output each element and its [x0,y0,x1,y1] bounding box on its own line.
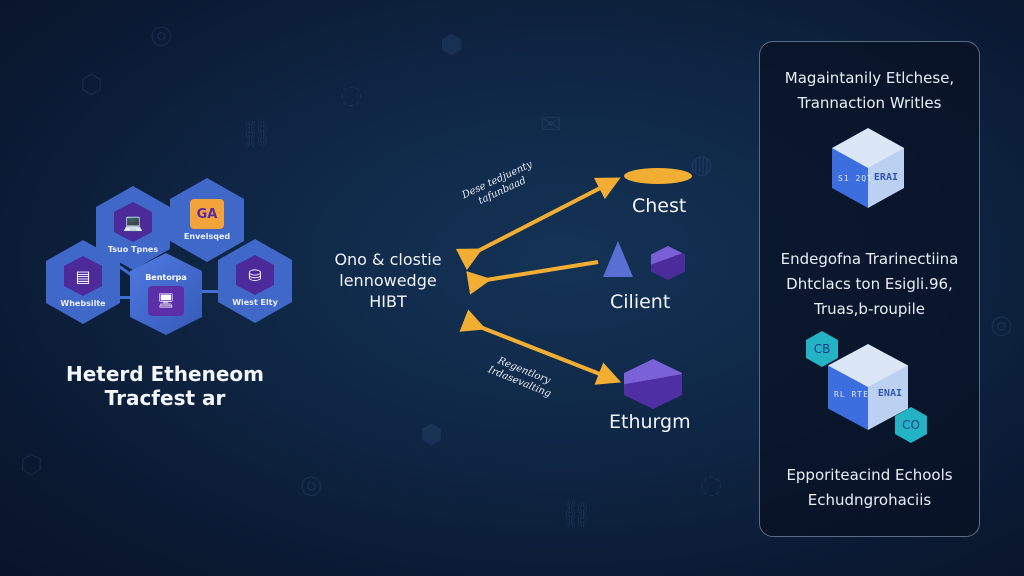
cube-top-face [828,344,908,387]
center-label-line: HIBT [369,292,407,311]
cluster-node-database[interactable]: ⛁ Wiest Elty [218,239,292,323]
arrow-note-chest: Dese tedjuenty tafunbaad [460,159,539,213]
pyramid-icon [603,241,633,277]
cube-glyphs: ERAI [873,172,898,183]
transaction-cube-icon: S1 2QT ERAI [832,128,904,208]
center-label-line: lennowedge [339,271,437,290]
laptop-icon: 💻 [114,202,152,242]
background-pattern-icon: ✉ [540,110,562,140]
chest-disc-icon [624,168,692,184]
panel-middle-line: Truas,b-roupile [814,300,925,318]
background-pattern-icon: ⛓ [560,500,594,530]
cube-glyphs: S1 2QT [838,174,873,183]
arrow-to-client [466,260,599,295]
database-icon: ⛁ [236,255,274,295]
center-label: Ono & clostie lennowedge HIBT [318,249,458,312]
panel-title-line: Trannaction Writles [797,94,942,112]
ethereum-cube-icon [624,359,682,409]
panel-middle-line: Endegofna Trarinectiina [780,250,959,268]
cluster-node-label: Tsuo Tpnes [107,245,159,254]
background-pattern-icon: ⬢ [420,420,443,450]
info-panel: Magaintanily Etlchese, Trannaction Writl… [759,41,980,537]
arrow-note-ethereum: Regentlory Irdasevalting [486,353,557,400]
node-label-chest[interactable]: Chest [632,195,687,217]
cluster-center-cube[interactable]: Bentorpa 🖥 [130,253,202,335]
background-pattern-icon: ◎ [990,310,1013,340]
cluster-caption: Heterd Etheneom Tracfest ar [40,362,290,410]
panel-footer-text: Epporiteacind Echools Echudngrohaciis [760,463,979,513]
node-label-client[interactable]: Cilient [610,291,671,313]
cluster-node-label: Whebsilte [60,299,106,308]
ethereum-cluster-diagram: 💻 Tsuo Tpnes GA Envelsqed ▤ Whebsilte ⛁ … [0,0,320,576]
gas-badge-icon: GA [190,199,224,229]
cluster-connector [196,290,226,293]
node-label-ethereum[interactable]: Ethurgm [609,411,691,433]
cluster-node-label: Envelsqed [183,232,231,241]
background-pattern-icon: ◌ [340,80,363,110]
background-pattern-icon: ⬢ [440,30,463,60]
center-label-line: Ono & clostie [334,250,442,269]
cluster-node-label: Wiest Elty [232,298,278,307]
computer-icon: 🖥 [148,285,184,316]
cluster-center-label: Bentorpa [145,272,187,282]
panel-footer-line: Epporiteacind Echools [786,466,953,484]
cube-glyphs: ENAI [877,388,902,399]
background-pattern-icon: ◍ [690,150,713,180]
panel-title-line: Magaintanily Etlchese, [784,69,955,87]
panel-middle-line: Dhtclacs ton Esigli.96, [786,275,953,293]
cube-top-face [832,128,904,168]
cube-icon [651,246,685,280]
cluster-caption-line: Heterd Etheneom [66,362,264,386]
wallet-icon: ▤ [64,256,102,296]
cube-glyphs: RL RTE [834,390,869,399]
shield-hex-icon: CB [806,331,838,367]
cluster-node-gas[interactable]: GA Envelsqed [170,178,244,262]
panel-middle-text: Endegofna Trarinectiina Dhtclacs ton Esi… [760,247,979,322]
panel-footer-line: Echudngrohaciis [807,491,932,509]
panel-title: Magaintanily Etlchese, Trannaction Writl… [760,66,979,116]
cluster-connector [110,296,140,299]
background-pattern-icon: ◌ [700,470,723,500]
cluster-node-wallet[interactable]: ▤ Whebsilte [46,240,120,324]
cluster-caption-line: Tracfest ar [104,386,226,410]
